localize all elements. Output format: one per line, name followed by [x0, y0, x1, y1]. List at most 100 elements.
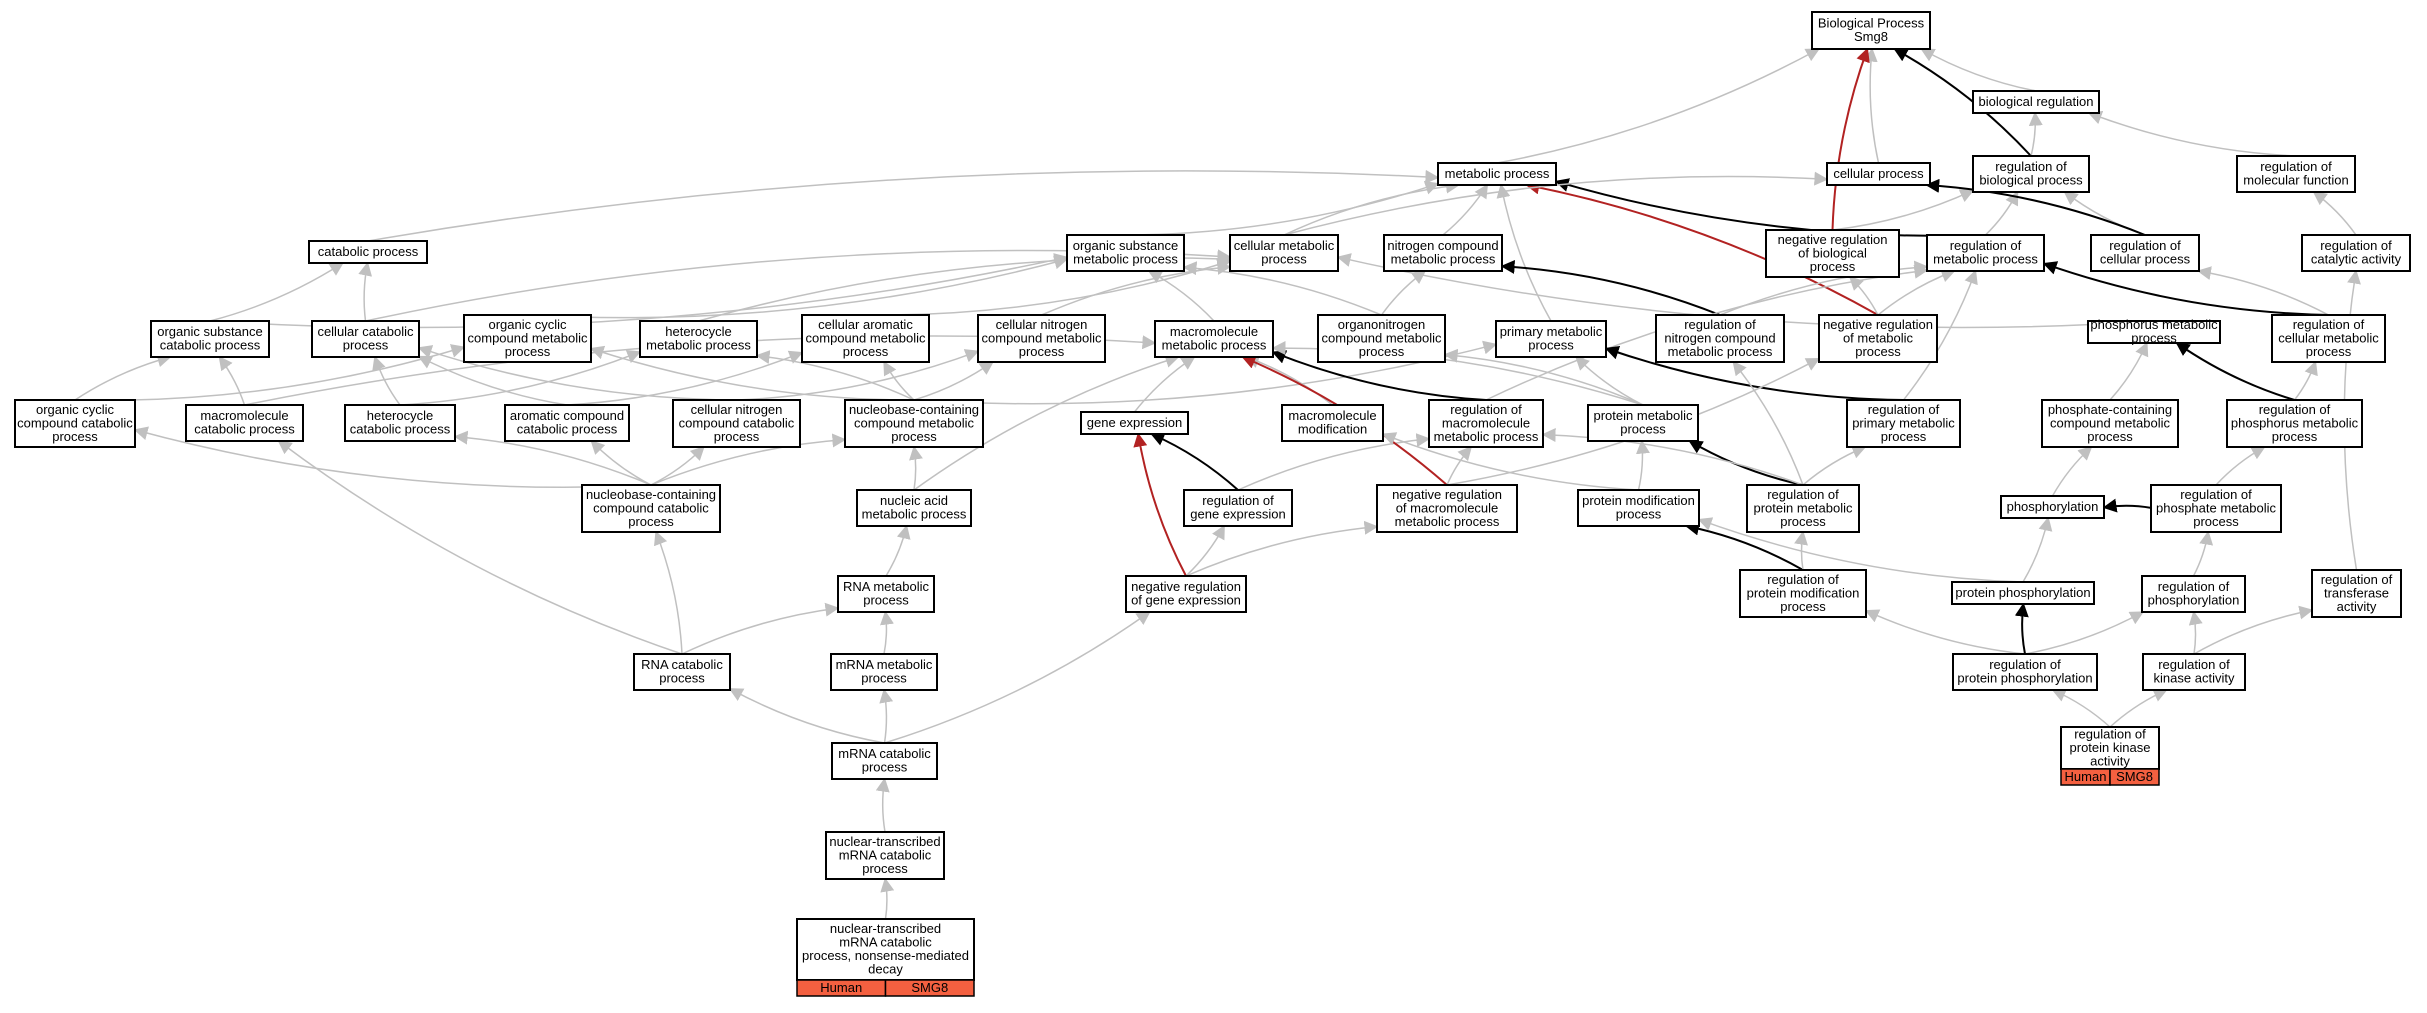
go-term-node-gene-expression[interactable]: gene expression	[1080, 411, 1189, 435]
node-label-line: negative regulation	[1131, 579, 1241, 594]
node-box	[150, 320, 270, 358]
go-term-node-cellular-process[interactable]: cellular process	[1826, 162, 1931, 186]
edge-rprmp-to-prmp	[1688, 440, 1804, 486]
node-box	[1080, 411, 1189, 435]
tag-label: SMG8	[911, 980, 948, 995]
node-label-line: process	[1359, 344, 1405, 359]
node-label-line: compound metabolic	[1322, 330, 1442, 345]
go-term-node-protein-phosphorylation[interactable]: protein phosphorylation	[1951, 581, 2095, 605]
node-label-line: metabolic process	[862, 507, 967, 522]
node-label-line: compound catabolic	[593, 500, 709, 515]
go-term-node-phosphorylation[interactable]: phosphorylation	[2000, 495, 2105, 519]
node-label-line: regulation of	[2320, 238, 2392, 253]
go-term-node-metabolic-process[interactable]: metabolic process	[1437, 162, 1557, 186]
node-label-line: process	[1620, 422, 1666, 437]
node-label-line: molecular function	[2243, 173, 2349, 188]
node-label-line: process	[343, 338, 389, 353]
node-box	[504, 404, 630, 442]
edge-nbccp-to-hcp	[453, 430, 652, 486]
node-box	[14, 399, 136, 448]
node-box	[344, 404, 456, 442]
edge-ntmcp-to-mrnacp	[875, 777, 890, 833]
node-label-line: heterocycle	[665, 324, 731, 339]
node-label-line: cellular nitrogen	[996, 317, 1088, 332]
node-label-line: regulation of	[2259, 402, 2331, 417]
node-box	[1926, 234, 2045, 272]
node-label-line: catabolic process	[318, 244, 419, 259]
node-box	[2301, 234, 2411, 272]
edge-rpka-to-rka	[2109, 688, 2168, 728]
go-term-node-biological-regulation[interactable]: biological regulation	[1972, 90, 2100, 114]
edge-rbp-to-br	[2028, 111, 2043, 157]
node-label-line: compound catabolic	[17, 415, 133, 430]
node-label-line: kinase activity	[2154, 671, 2235, 686]
node-label-line: catabolic process	[160, 338, 261, 353]
node-label-line: process	[2087, 429, 2133, 444]
node-label-line: phosphorus metabolic	[2231, 415, 2359, 430]
edge-oncmp-to-osmp	[1182, 261, 1382, 316]
node-box	[2142, 653, 2246, 691]
node-box	[2090, 234, 2200, 272]
node-label-line: Smg8	[1854, 29, 1888, 44]
node-label-line: regulation of	[1202, 493, 1274, 508]
go-term-node-catabolic-process[interactable]: catabolic process	[308, 240, 428, 264]
node-box	[2226, 399, 2363, 448]
node-box	[1428, 399, 1544, 448]
